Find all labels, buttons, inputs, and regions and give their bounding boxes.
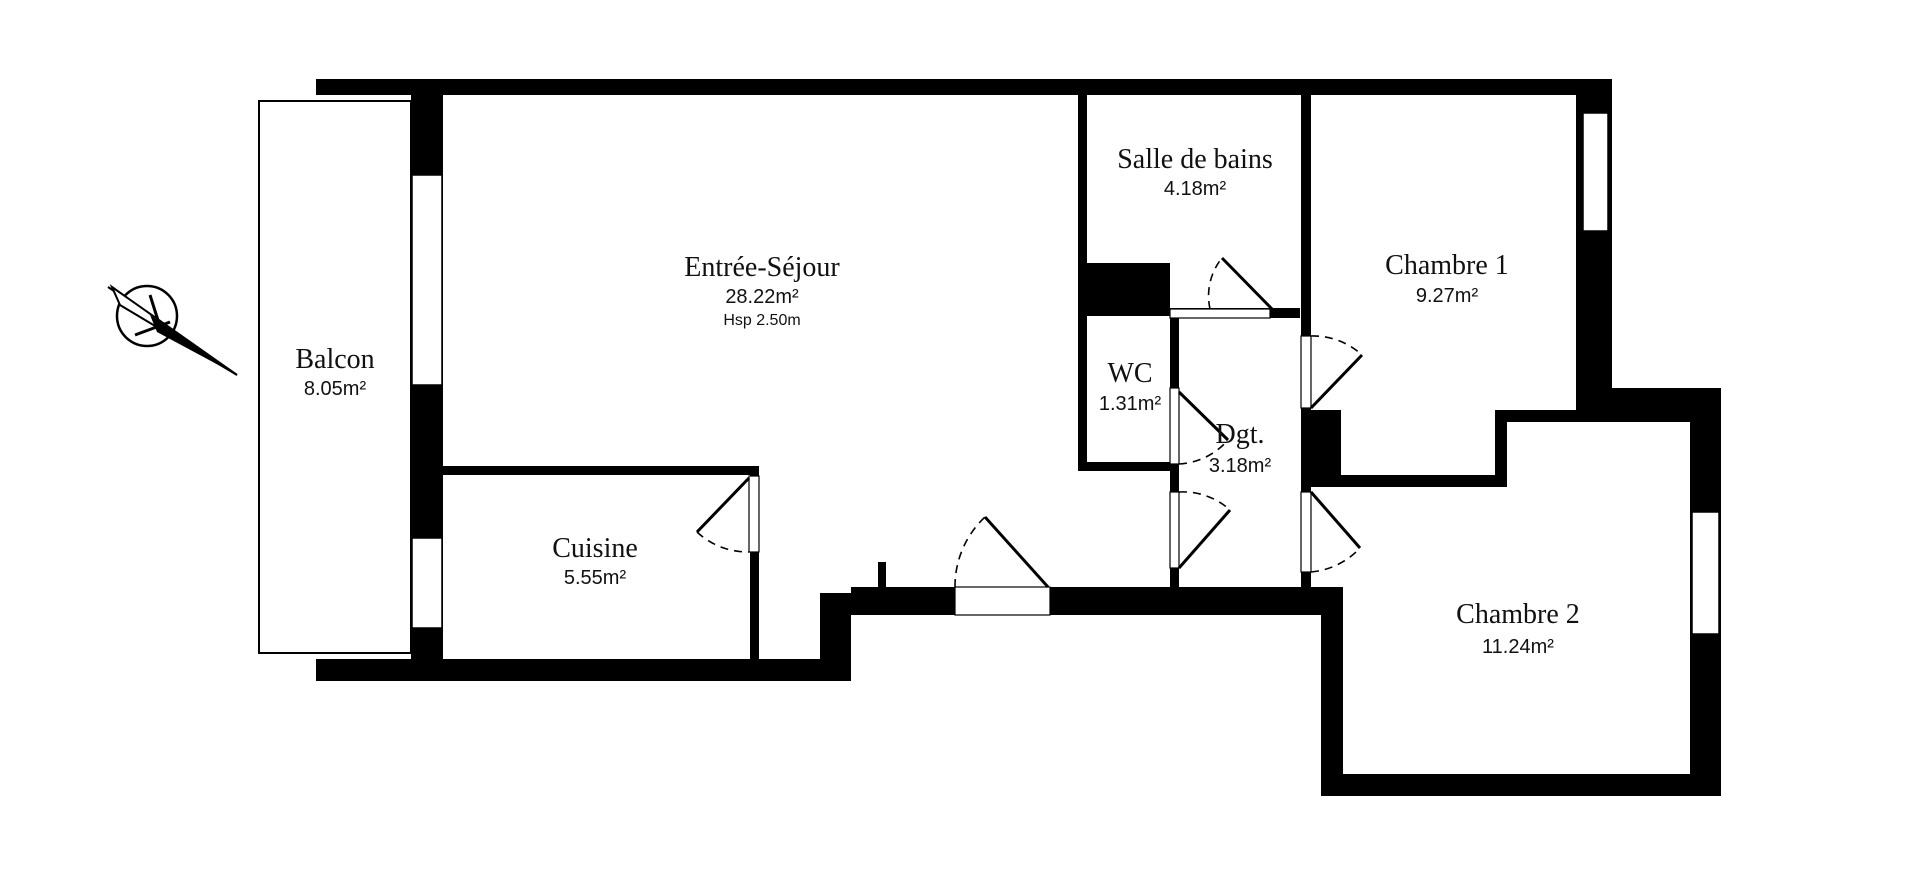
room-area-wc: 1.31m² <box>1099 393 1162 415</box>
room-balcon: Balcon 8.05m² <box>295 344 374 400</box>
room-name-degagement: Dgt. <box>1216 419 1265 450</box>
room-area-sejour: 28.22m² <box>725 286 799 308</box>
room-area-cuisine: 5.55m² <box>564 567 627 589</box>
room-area-chambre2: 11.24m² <box>1482 636 1554 658</box>
room-area-chambre1: 9.27m² <box>1416 285 1479 307</box>
windows <box>411 112 1720 635</box>
room-area-salle-de-bains: 4.18m² <box>1164 178 1227 200</box>
room-name-chambre2: Chambre 2 <box>1456 599 1580 630</box>
room-name-wc: WC <box>1107 358 1152 389</box>
room-area-degagement: 3.18m² <box>1209 455 1272 477</box>
north-arrow-icon <box>107 284 238 376</box>
window-chambre2 <box>1691 511 1720 635</box>
room-name-sejour: Entrée-Séjour <box>684 252 840 283</box>
room-sejour: Entrée-Séjour 28.22m² Hsp 2.50m <box>684 252 840 329</box>
room-chambre1: Chambre 1 9.27m² <box>1385 250 1509 307</box>
room-cuisine: Cuisine 5.55m² <box>552 533 638 589</box>
doors <box>695 256 1364 616</box>
room-name-chambre1: Chambre 1 <box>1385 250 1509 281</box>
room-chambre2: Chambre 2 11.24m² <box>1456 599 1580 658</box>
room-name-cuisine: Cuisine <box>552 533 638 564</box>
room-wc: WC 1.31m² <box>1099 358 1162 415</box>
window-chambre1 <box>1582 112 1609 232</box>
balcony-slab <box>258 100 412 654</box>
window-balcon-upper <box>411 174 443 386</box>
walls <box>316 79 1721 796</box>
room-degagement: Dgt. 3.18m² <box>1209 419 1272 477</box>
room-height-sejour: Hsp 2.50m <box>723 312 800 329</box>
room-name-salle-de-bains: Salle de bains <box>1117 144 1273 175</box>
window-balcon-lower <box>411 537 443 629</box>
room-salle-de-bains: Salle de bains 4.18m² <box>1117 144 1273 200</box>
room-area-balcon: 8.05m² <box>304 378 367 400</box>
room-name-balcon: Balcon <box>295 344 374 375</box>
